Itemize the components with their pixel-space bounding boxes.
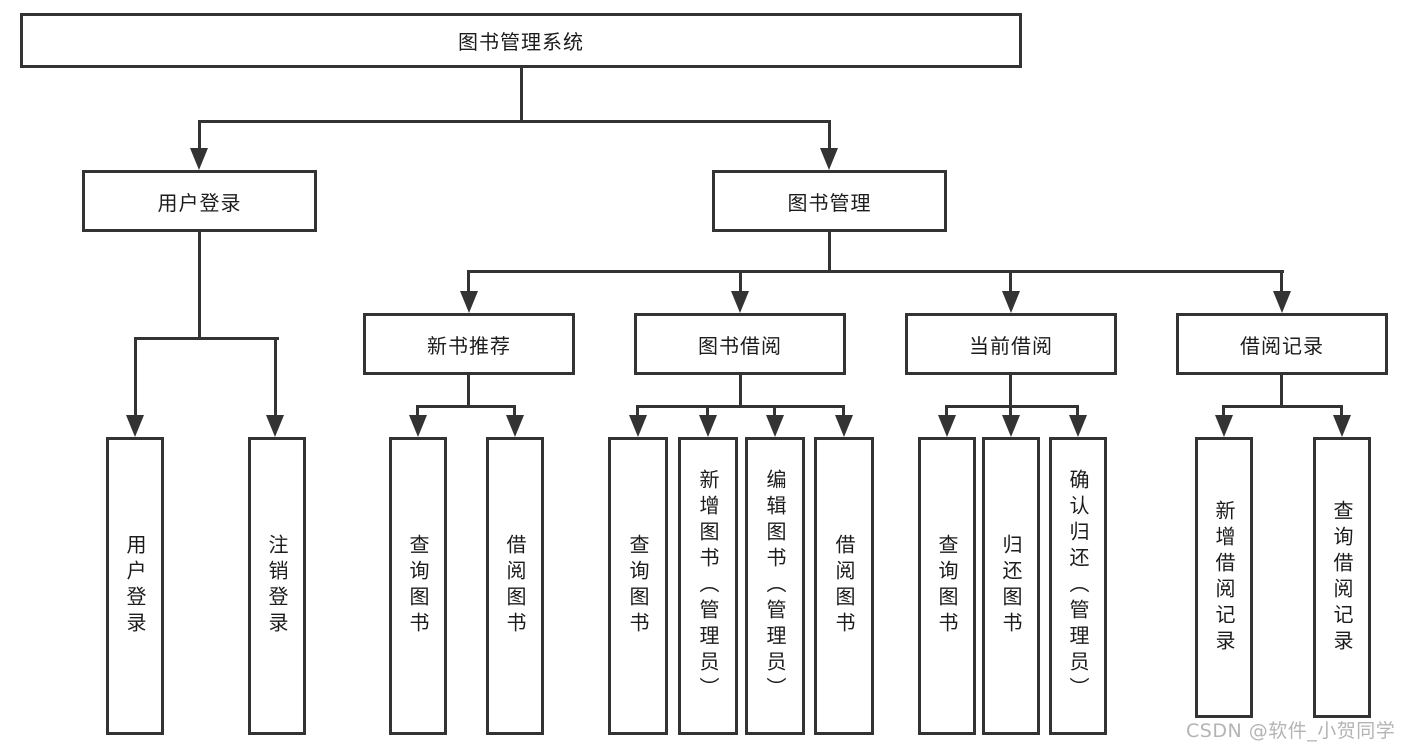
- leaf-cb-return-books: 归还图书: [982, 437, 1040, 735]
- leaf-cb-query-books-label: 查询图书: [935, 534, 959, 638]
- node-borrow-records-label: 借阅记录: [1240, 333, 1324, 358]
- leaf-bb-add-books-admin: 新增图书（管理员）: [678, 437, 738, 735]
- connector-drop-user-login: [198, 120, 201, 150]
- connector-book-mgmt-stem: [828, 232, 831, 270]
- leaf-nbr-borrow-books-label: 借阅图书: [503, 534, 527, 638]
- node-book-mgmt-label: 图书管理: [787, 190, 872, 215]
- connector-drop-bb-edit: [773, 405, 776, 417]
- arrowhead-cb-return: [1002, 415, 1020, 437]
- leaf-br-query-record-label: 查询借阅记录: [1330, 499, 1354, 656]
- arrowhead-current-borrow: [1002, 291, 1020, 313]
- connector-drop-bb-query: [636, 405, 639, 417]
- connector-drop-leaf-user-login: [134, 337, 137, 417]
- node-user-login: 用户登录: [82, 170, 317, 232]
- leaf-logout-label: 注销登录: [265, 534, 289, 638]
- arrowhead-book-mgmt: [820, 148, 838, 170]
- leaf-cb-confirm-return-admin: 确认归还（管理员）: [1049, 437, 1107, 735]
- node-book-borrow: 图书借阅: [634, 313, 846, 375]
- leaf-bb-borrow-books-label: 借阅图书: [832, 534, 856, 638]
- arrowhead-bb-add: [699, 415, 717, 437]
- connector-borrow-records-stem: [1280, 375, 1283, 405]
- node-book-borrow-label: 图书借阅: [698, 333, 782, 358]
- arrowhead-user-login: [190, 148, 208, 170]
- connector-drop-nbr-query: [416, 405, 419, 417]
- leaf-bb-query-books-label: 查询图书: [626, 534, 650, 638]
- connector-drop-nbr-borrow: [513, 405, 516, 417]
- connector-drop-book-borrow: [739, 270, 742, 295]
- leaf-cb-confirm-return-admin-label: 确认归还（管理员）: [1066, 469, 1090, 703]
- connector-br-branch: [1222, 405, 1343, 408]
- watermark: CSDN @软件_小贺同学: [1186, 720, 1396, 742]
- node-new-book-rec-label: 新书推荐: [427, 333, 511, 358]
- connector-user-login-branch: [134, 337, 279, 340]
- leaf-br-add-record: 新增借阅记录: [1195, 437, 1253, 718]
- arrowhead-leaf-logout: [266, 415, 284, 437]
- leaf-bb-query-books: 查询图书: [608, 437, 668, 735]
- leaf-br-query-record: 查询借阅记录: [1313, 437, 1371, 718]
- leaf-bb-borrow-books: 借阅图书: [814, 437, 874, 735]
- connector-root-branch: [198, 120, 831, 123]
- leaf-bb-edit-books-admin-label: 编辑图书（管理员）: [763, 469, 787, 703]
- connector-drop-cb-confirm: [1076, 405, 1079, 417]
- arrowhead-bb-edit: [766, 415, 784, 437]
- connector-new-book-rec-stem: [467, 375, 470, 405]
- node-current-borrow-label: 当前借阅: [969, 333, 1053, 358]
- leaf-cb-query-books: 查询图书: [918, 437, 976, 735]
- connector-drop-cb-return: [1009, 405, 1012, 417]
- node-user-login-label: 用户登录: [157, 190, 242, 215]
- arrowhead-br-add: [1215, 415, 1233, 437]
- arrowhead-br-query: [1333, 415, 1351, 437]
- arrowhead-nbr-query: [409, 415, 427, 437]
- connector-book-borrow-stem: [739, 375, 742, 405]
- arrowhead-bb-borrow: [835, 415, 853, 437]
- connector-drop-cb-query: [945, 405, 948, 417]
- arrowhead-bb-query: [629, 415, 647, 437]
- arrowhead-nbr-borrow: [506, 415, 524, 437]
- connector-current-borrow-stem: [1009, 375, 1012, 405]
- connector-drop-br-query: [1340, 405, 1343, 417]
- connector-drop-bb-add: [706, 405, 709, 417]
- arrowhead-cb-query: [938, 415, 956, 437]
- connector-bb-branch: [636, 405, 845, 408]
- connector-nbr-branch: [416, 405, 516, 408]
- node-new-book-rec: 新书推荐: [363, 313, 575, 375]
- leaf-nbr-query-books-label: 查询图书: [406, 534, 430, 638]
- leaf-nbr-query-books: 查询图书: [389, 437, 447, 735]
- node-root-label: 图书管理系统: [458, 30, 584, 54]
- connector-root-stem: [520, 68, 523, 120]
- connector-drop-br-add: [1222, 405, 1225, 417]
- node-book-mgmt: 图书管理: [712, 170, 947, 232]
- connector-drop-book-mgmt: [828, 120, 831, 150]
- connector-cb-branch: [945, 405, 1079, 408]
- connector-user-login-stem: [198, 232, 201, 337]
- connector-drop-new-book-rec: [467, 270, 470, 295]
- connector-drop-current-borrow: [1009, 270, 1012, 295]
- arrowhead-borrow-records: [1273, 291, 1291, 313]
- leaf-user-login: 用户登录: [106, 437, 164, 735]
- leaf-br-add-record-label: 新增借阅记录: [1212, 499, 1236, 656]
- connector-drop-leaf-logout: [274, 337, 277, 417]
- connector-book-mgmt-branch: [467, 270, 1284, 273]
- node-current-borrow: 当前借阅: [905, 313, 1117, 375]
- arrowhead-book-borrow: [731, 291, 749, 313]
- arrowhead-cb-confirm: [1069, 415, 1087, 437]
- node-root: 图书管理系统: [20, 13, 1022, 68]
- leaf-cb-return-books-label: 归还图书: [999, 534, 1023, 638]
- connector-drop-bb-borrow: [842, 405, 845, 417]
- node-borrow-records: 借阅记录: [1176, 313, 1388, 375]
- leaf-user-login-label: 用户登录: [123, 534, 147, 638]
- leaf-bb-edit-books-admin: 编辑图书（管理员）: [745, 437, 805, 735]
- connector-drop-borrow-records: [1280, 270, 1283, 295]
- leaf-logout: 注销登录: [248, 437, 306, 735]
- arrowhead-new-book-rec: [460, 291, 478, 313]
- leaf-bb-add-books-admin-label: 新增图书（管理员）: [696, 469, 720, 703]
- arrowhead-leaf-user-login: [126, 415, 144, 437]
- leaf-nbr-borrow-books: 借阅图书: [486, 437, 544, 735]
